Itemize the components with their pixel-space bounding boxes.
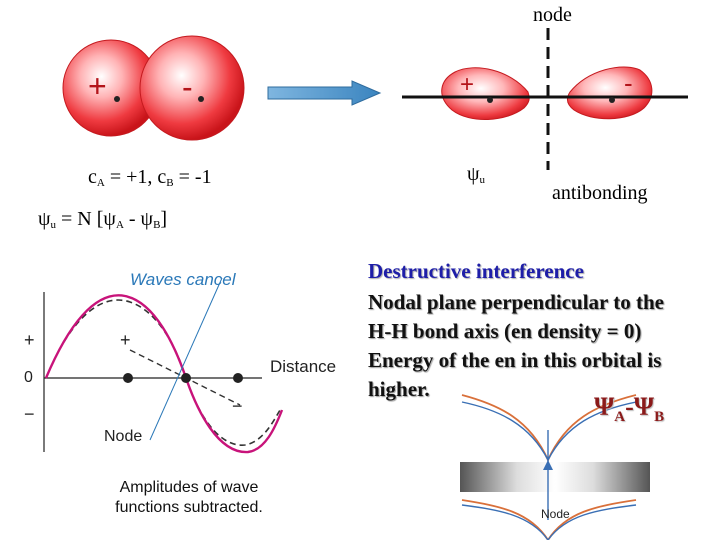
formula-psi: ψ: [38, 208, 51, 230]
mo-left-nucleus: [487, 97, 493, 103]
psi-b-symbol: Ψ: [633, 392, 655, 421]
explanation-line3: Energy of the en in this orbital is: [368, 348, 662, 372]
mo-left-lobe: [441, 67, 530, 120]
wave-dot-b: [233, 373, 243, 383]
psi-u-label: ψu: [467, 163, 485, 186]
formula-a: A: [115, 219, 124, 231]
mo-right-nucleus: [609, 97, 615, 103]
antibonding-label: antibonding: [552, 182, 648, 204]
psi-b-sub: B: [654, 409, 665, 425]
wave-dot-a: [123, 373, 133, 383]
combination-arrow: [267, 80, 382, 106]
atom-a-nucleus: [114, 96, 120, 102]
coeff-a-sub: A: [96, 177, 105, 189]
psi-difference-label: ΨA-ΨB: [594, 392, 664, 426]
formula-b: B: [153, 219, 161, 231]
coeff-b-val: = -1: [173, 166, 212, 188]
wave-inner-plus: +: [120, 330, 131, 350]
wave-result: [44, 294, 284, 454]
wave-caption-line2: functions subtracted.: [115, 499, 263, 516]
node-label: node: [533, 4, 572, 26]
explanation-line4: higher.: [368, 377, 430, 401]
coeff-a-val: = +1, c: [104, 166, 167, 188]
mo-right-lobe: [566, 66, 653, 120]
formula-end: ]: [160, 208, 168, 230]
mo-left-sign: +: [460, 71, 474, 98]
wave-axis-plus: +: [24, 330, 35, 350]
energy-curve-orange-bottom: [461, 499, 637, 540]
psi-sub: u: [479, 174, 486, 186]
wavefunction-formula: ψu = N [ψA - ψB]: [38, 208, 167, 231]
wave-inner-minus: −: [232, 396, 243, 416]
node-pointer: [149, 277, 223, 441]
psi-dash: -: [625, 392, 634, 421]
wave-title: Waves cancel: [130, 270, 236, 289]
coefficients-label: cA = +1, cB = -1: [88, 166, 212, 189]
psi-a-symbol: Ψ: [594, 392, 615, 421]
density-bar: [460, 462, 650, 492]
energy-node-label: Node: [541, 507, 570, 521]
atom-b-orbital: [139, 35, 245, 141]
atom-a-sign: +: [88, 68, 107, 104]
destructive-heading: Destructive interference: [368, 259, 584, 283]
explanation-line1: Nodal plane perpendicular to the: [368, 290, 664, 314]
formula-u: u: [50, 219, 57, 231]
wave-axis-zero: 0: [24, 369, 33, 386]
mo-right-sign: -: [624, 68, 633, 98]
energy-node-arrow: [543, 460, 553, 470]
atom-b-nucleus: [198, 96, 204, 102]
coeff-b-sub: B: [166, 177, 174, 189]
wave-distance-label: Distance: [270, 357, 337, 376]
wave-node-label: Node: [104, 428, 143, 445]
wave-axis-minus: −: [24, 404, 35, 424]
atom-b-sign: -: [182, 69, 193, 105]
wave-dashed-a: [45, 299, 187, 379]
coeff-c: c: [88, 166, 97, 188]
wave-caption-line1: Amplitudes of wave: [119, 479, 259, 496]
wave-caption: Amplitudes of wave functions subtracted.: [86, 478, 292, 518]
formula-minus: - ψ: [123, 208, 154, 230]
psi-symbol: ψ: [467, 163, 480, 185]
psi-a-sub: A: [614, 409, 626, 425]
wave-dot-node: [181, 373, 191, 383]
formula-mid: = N [ψ: [56, 208, 116, 230]
explanation-line2: H-H bond axis (en density = 0): [368, 319, 642, 343]
explanation-text: Nodal plane perpendicular to the H-H bon…: [368, 288, 664, 404]
